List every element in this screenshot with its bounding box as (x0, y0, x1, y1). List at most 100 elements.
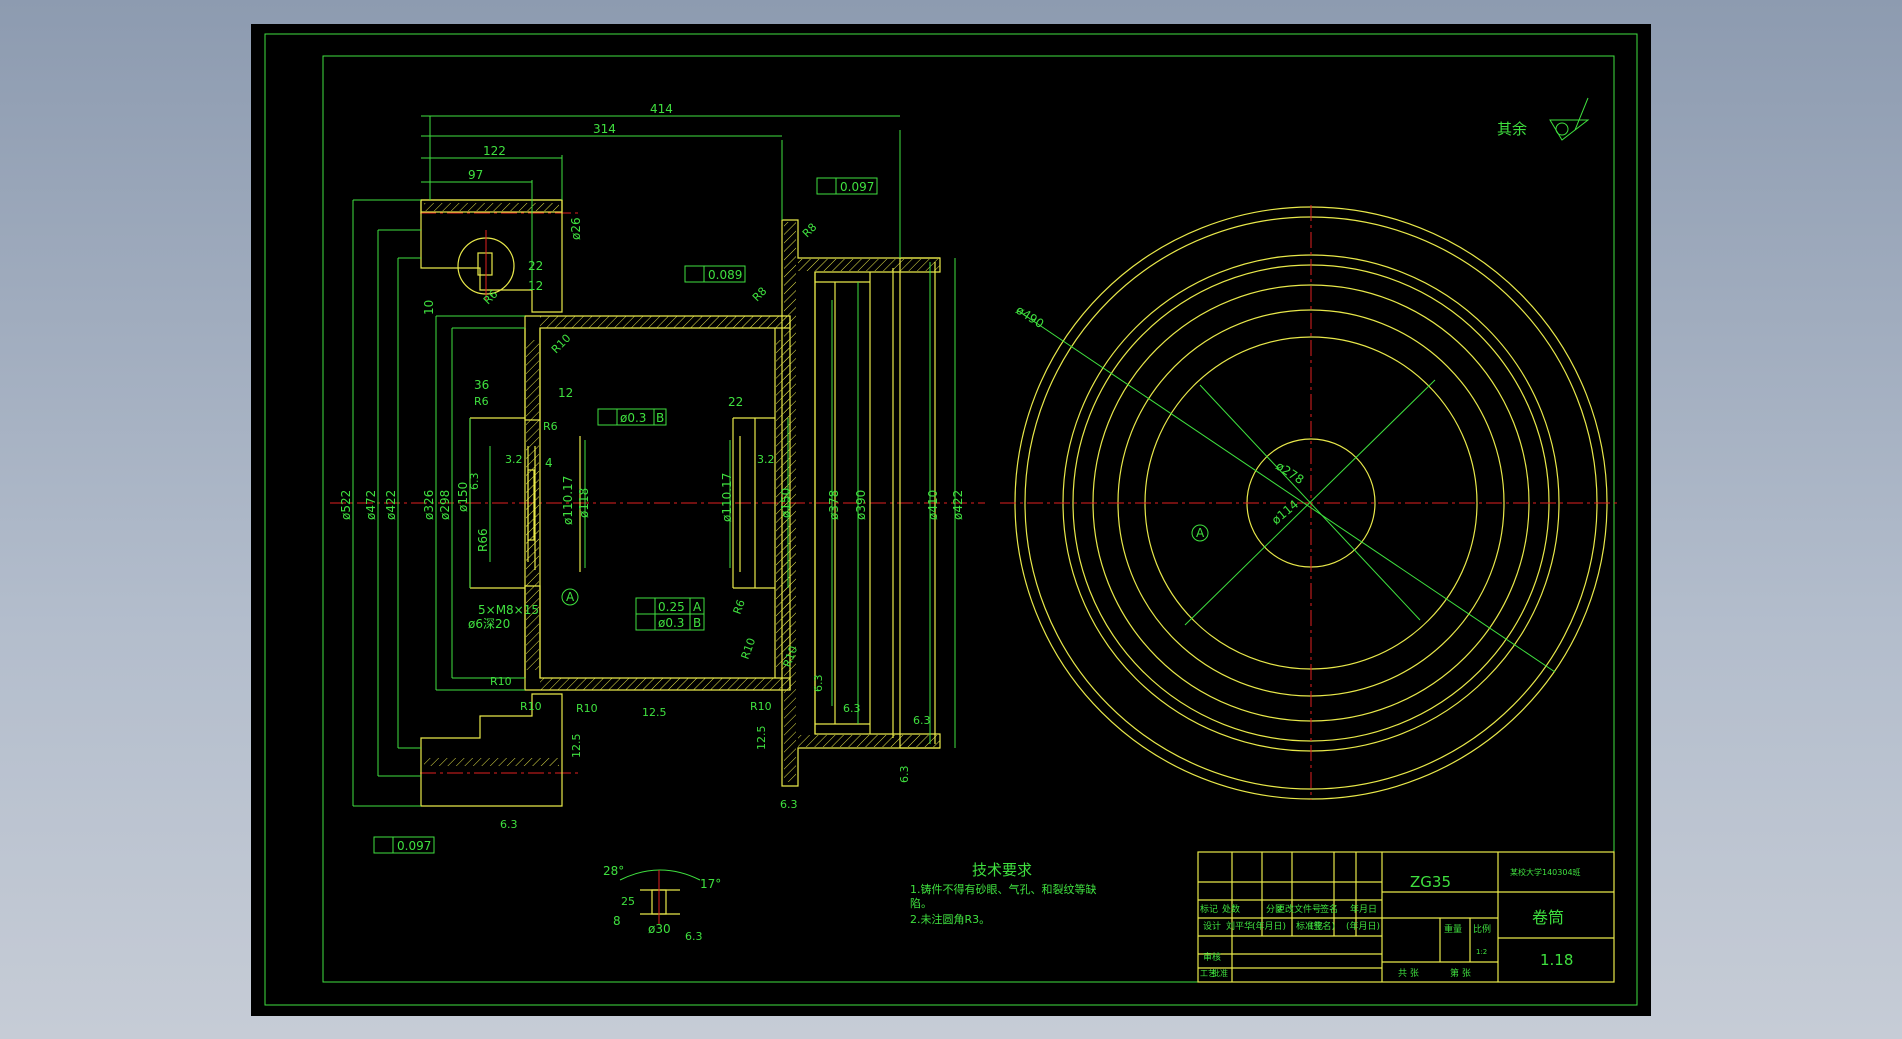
tb-drawing-no: 1.18 (1540, 951, 1573, 969)
dim-8: 8 (613, 914, 621, 928)
dim-phi150a: ø150 (456, 482, 470, 512)
tb-h-date: 年月日 (1350, 903, 1377, 915)
dim-314: 314 (593, 122, 616, 136)
dim-phi390: ø390 (854, 490, 868, 520)
radius-r6a: R6 (474, 395, 489, 408)
gdt-conc: 0.25 (658, 600, 685, 614)
dim-10: 10 (422, 300, 436, 315)
dim-phi422b: ø422 (951, 490, 965, 520)
dim-ang17: 17° (700, 877, 721, 891)
dim-thread: 5×M8×15 (478, 603, 539, 617)
dim-12a: 12 (528, 279, 543, 293)
tb-designer: 刘平华 (1226, 920, 1253, 932)
tb-material: ZG35 (1410, 873, 1451, 891)
dim-22b: 22 (728, 395, 743, 409)
gdt-conc-datum: A (693, 600, 702, 614)
rough-63e: 6.3 (898, 766, 911, 784)
rough-63f: 6.3 (780, 798, 798, 811)
section-view (330, 115, 985, 807)
tb-design: 设计 (1203, 920, 1221, 932)
gdt-perp2-datum: B (693, 616, 701, 630)
dim-97: 97 (468, 168, 483, 182)
dim-phi378: ø378 (827, 490, 841, 520)
detail-circle (457, 230, 515, 300)
dim-12b: 12 (558, 386, 573, 400)
dim-phi110a: ø110.17 (561, 476, 575, 525)
radius-r10c: R10 (520, 700, 542, 713)
rough-63h: 6.3 (685, 930, 703, 943)
radius-r10e: R10 (750, 700, 772, 713)
dim-22: 22 (528, 259, 543, 273)
tb-total: 共 张 (1398, 968, 1419, 979)
dim-phi472: ø472 (364, 490, 378, 520)
datum-a: A (566, 590, 575, 604)
dim-122: 122 (483, 144, 506, 158)
tb-sheet: 第 张 (1450, 967, 1471, 979)
dim-phi522: ø522 (339, 490, 353, 520)
dim-phi118: ø118 (577, 488, 591, 518)
gdt-flat3: 0.097 (397, 839, 431, 853)
rough-25: 25 (621, 895, 635, 908)
gdt-flat2: 0.089 (708, 268, 742, 282)
tb-sign-date: (年月日) (1252, 920, 1286, 932)
rough-63g: 6.3 (500, 818, 518, 831)
tech-line2: 2.未注圆角R3。 (910, 912, 990, 926)
rough-125a: 12.5 (642, 706, 667, 719)
tech-line1: 1.铸件不得有砂眼、气孔、和裂纹等缺 (910, 882, 1097, 896)
rough-63a: 6.3 (468, 473, 481, 491)
rough-32a: 3.2 (505, 453, 523, 466)
tb-part-name: 卷筒 (1532, 908, 1564, 927)
dim-phi30: ø30 (648, 922, 671, 936)
rough-32b: 3.2 (757, 453, 775, 466)
roughness-note: 其余 (1497, 120, 1527, 138)
tb-scale-val: 1:2 (1476, 948, 1487, 956)
gdt-flat1: 0.097 (840, 180, 874, 194)
tb-check: 审核 (1203, 951, 1221, 963)
gdt-perp1-datum: B (656, 411, 664, 425)
radius-r6b: R6 (543, 420, 558, 433)
tb-h-count: 处数 (1222, 903, 1240, 915)
dim-phi26: ø26 (569, 217, 583, 240)
rough-125b: 12.5 (570, 734, 583, 759)
tb-school: 某校大学140304班 (1510, 867, 1581, 877)
tb-std-sign: (签名) (1310, 920, 1335, 932)
radius-r6d: R6 (731, 598, 748, 616)
dim-r66: R66 (476, 528, 490, 552)
dim-phi326: ø326 (422, 490, 436, 520)
tb-process: 工艺 (1200, 969, 1216, 978)
tb-h-mark: 标记 (1200, 903, 1218, 915)
title-block (1197, 851, 1615, 983)
tech-title: 技术要求 (972, 861, 1032, 879)
rough-125c: 12.5 (755, 726, 768, 751)
dim-phi422a: ø422 (384, 490, 398, 520)
tb-approve: 批准 (1212, 968, 1228, 978)
dim-phi110b: ø110.17 (720, 473, 734, 522)
rough-63d: 6.3 (913, 714, 931, 727)
gdt-perp1: ø0.3 (620, 411, 646, 425)
rough-63c: 6.3 (843, 702, 861, 715)
dim-4: 4 (545, 456, 553, 470)
sheet-background (251, 24, 1651, 1016)
dim-ang28: 28° (603, 864, 624, 878)
end-view (1000, 205, 1620, 800)
radius-r10b: R10 (490, 675, 512, 688)
radius-r10d: R10 (576, 702, 598, 715)
dim-hole: ø6深20 (468, 617, 510, 631)
datum-a2: A (1196, 526, 1205, 540)
dim-phi410: ø410 (926, 490, 940, 520)
tb-h-zone: 分区 (1266, 904, 1284, 915)
outer-border (264, 33, 1638, 1006)
dim-phi298: ø298 (438, 490, 452, 520)
tb-h-sign: 签名 (1320, 903, 1338, 915)
tb-scale: 比例 (1473, 923, 1491, 935)
detail-view-bottom (619, 869, 701, 925)
tb-h-doc: 更改文件号 (1276, 903, 1321, 915)
tech-line1b: 陷。 (910, 896, 932, 910)
dim-414: 414 (650, 102, 673, 116)
tb-std: 标准化 (1296, 920, 1323, 932)
dim-36: 36 (474, 378, 489, 392)
tb-weight: 重量 (1444, 923, 1462, 935)
rough-63b: 6.3 (812, 675, 825, 693)
